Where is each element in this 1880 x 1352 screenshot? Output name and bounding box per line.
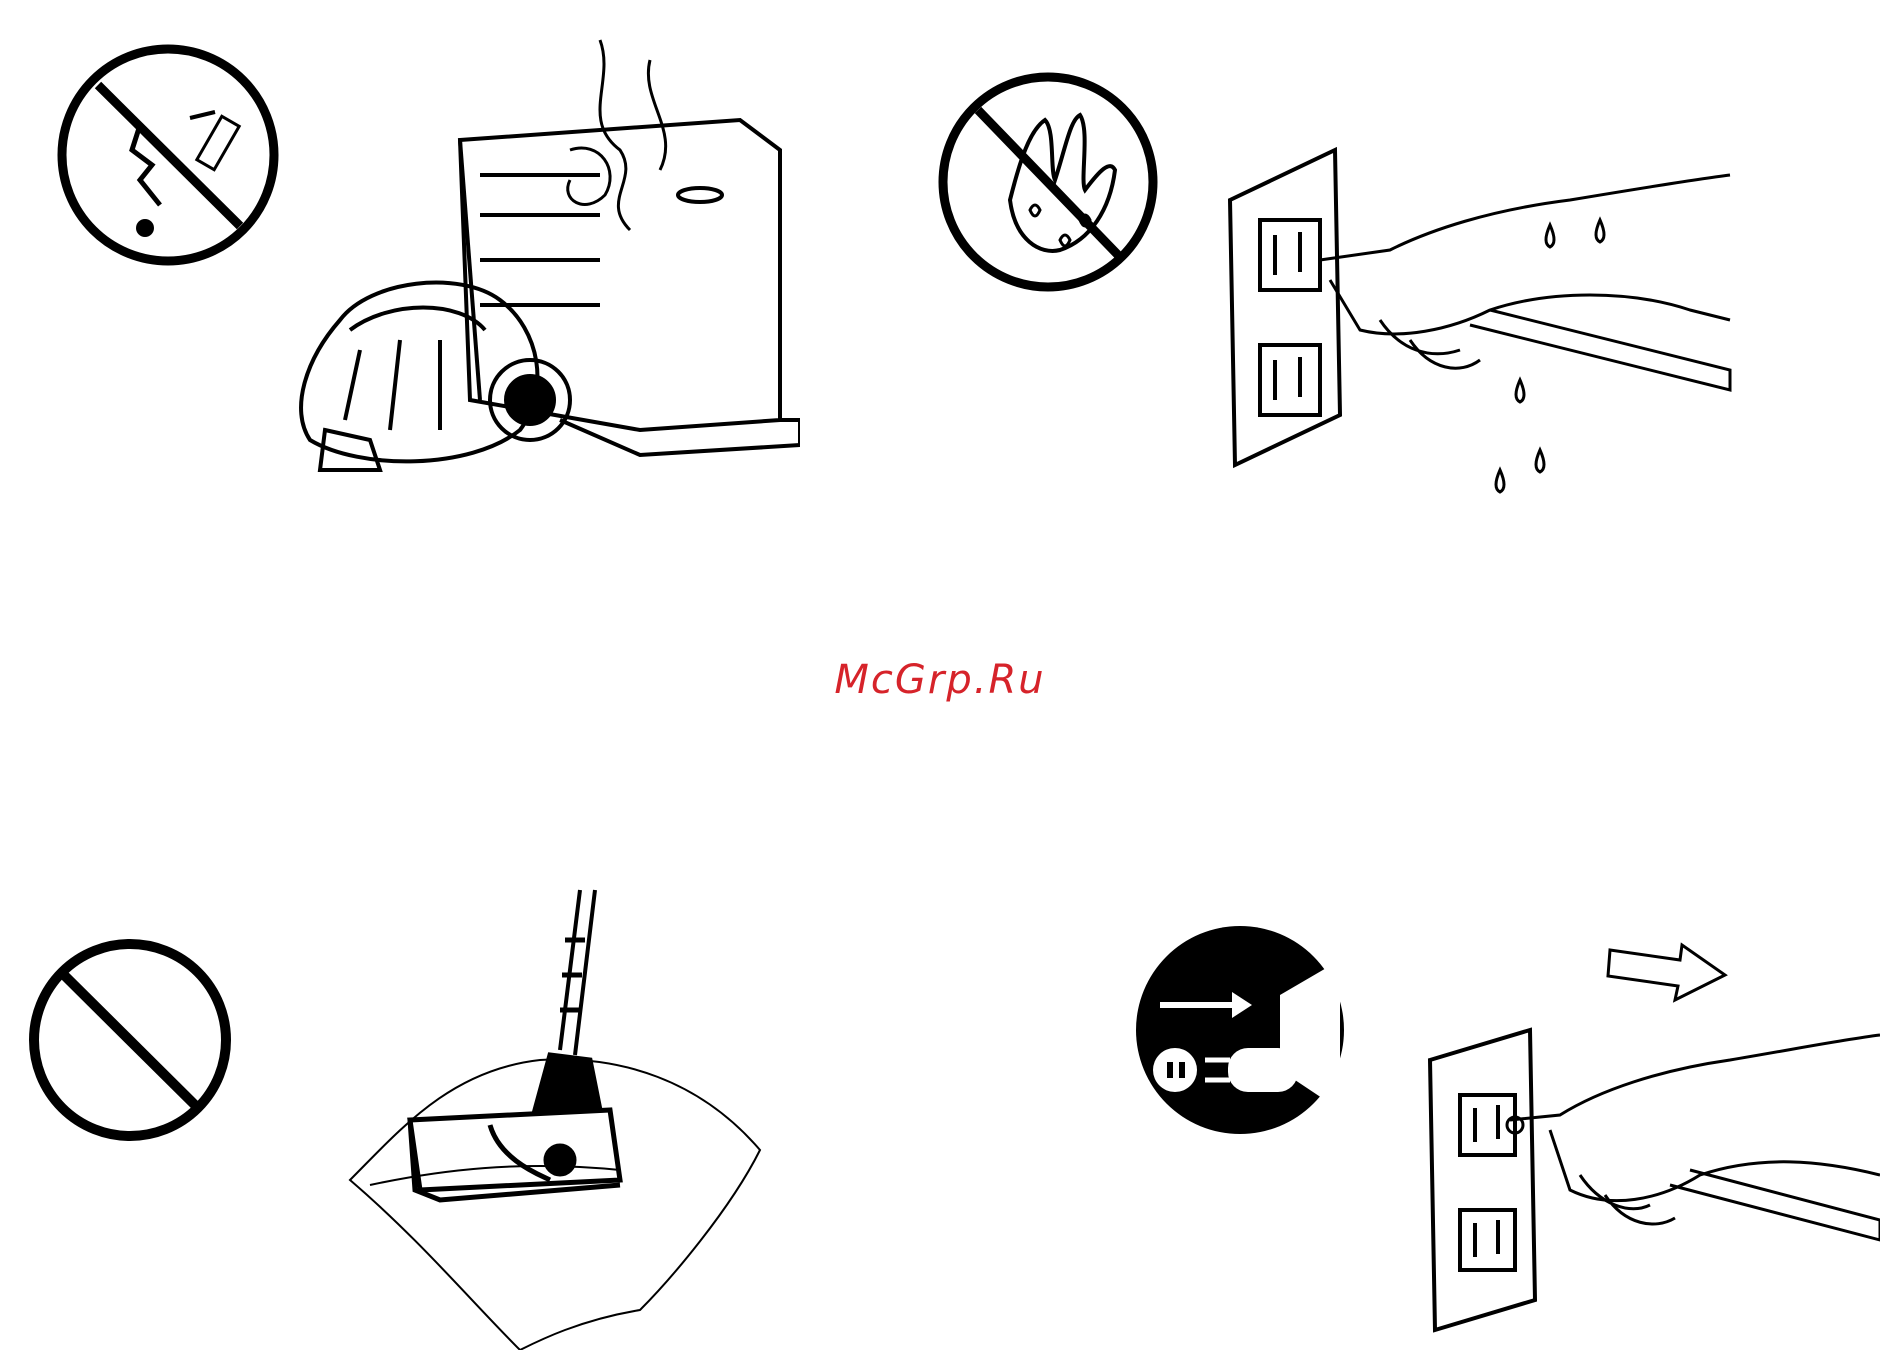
prohibited-icon bbox=[34, 944, 226, 1136]
unplug-icon bbox=[1136, 926, 1344, 1134]
no-heat-source-icon bbox=[62, 49, 274, 261]
figure-unplug bbox=[1130, 920, 1880, 1350]
figure-no-heat-source bbox=[40, 0, 800, 500]
pull-direction-arrow-icon bbox=[1608, 945, 1725, 1000]
wall-outlet-drawing bbox=[1230, 150, 1340, 465]
wall-outlet-drawing bbox=[1430, 1030, 1535, 1330]
wet-hand-drawing bbox=[1320, 175, 1730, 492]
hand-pulling-plug-drawing bbox=[1507, 1035, 1880, 1240]
vacuum-nozzle-drawing bbox=[410, 890, 620, 1200]
vacuum-cleaner-drawing bbox=[301, 283, 570, 470]
no-wet-hands-icon bbox=[943, 77, 1153, 287]
watermark-text: McGrp.Ru bbox=[0, 656, 1880, 704]
figure-no-wet-hands bbox=[930, 60, 1750, 520]
figure-no-vacuuming-pillow bbox=[20, 880, 780, 1350]
